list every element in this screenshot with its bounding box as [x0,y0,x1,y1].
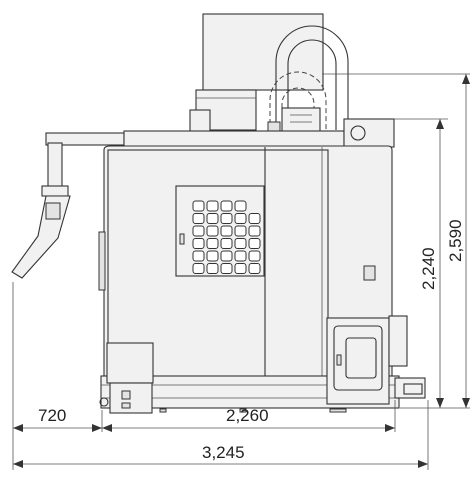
keypad-key [234,250,247,262]
keypad-key [220,225,233,237]
keypad-key [206,263,219,274]
operator-panel-window [175,185,265,277]
keypad-key [248,225,261,237]
pendant-arm [11,142,71,279]
keypad-key [220,213,233,224]
keypad-key [192,200,205,212]
keypad-key [220,200,233,212]
keypad-key [206,225,219,237]
keypad-key [220,250,233,262]
keypad-key [192,238,205,249]
dimension-2590-label: 2,590 [446,219,465,262]
top-shelf [45,118,395,148]
keypad-key [192,213,205,224]
keypad-key [234,225,247,237]
horizontal-dimensions [12,282,429,470]
keypad-key [234,213,247,224]
keypad-key [192,263,205,274]
keypad-key [206,213,219,224]
dimension-720-label: 720 [38,406,66,425]
dimension-2240-label: 2,240 [419,247,438,290]
vertical-dimensions [322,73,470,409]
keypad-key [248,250,261,262]
keypad-key [220,263,233,274]
keypad-key [206,238,219,249]
keypad-key [206,250,219,262]
keypad-grid [192,200,261,274]
keypad-key [234,263,247,274]
keypad-key [248,213,261,224]
keypad-key [234,238,247,249]
dimension-2260-label: 2,260 [226,406,269,425]
keypad-key [192,225,205,237]
keypad-key [234,200,247,212]
electrical-cabinet [326,265,426,405]
keypad-key [248,238,261,249]
lower-left-unit [99,342,347,414]
keypad-key [192,250,205,262]
keypad-key [248,263,261,274]
dimension-3245-label: 3,245 [202,443,245,462]
keypad-key [220,238,233,249]
keypad-key [206,200,219,212]
